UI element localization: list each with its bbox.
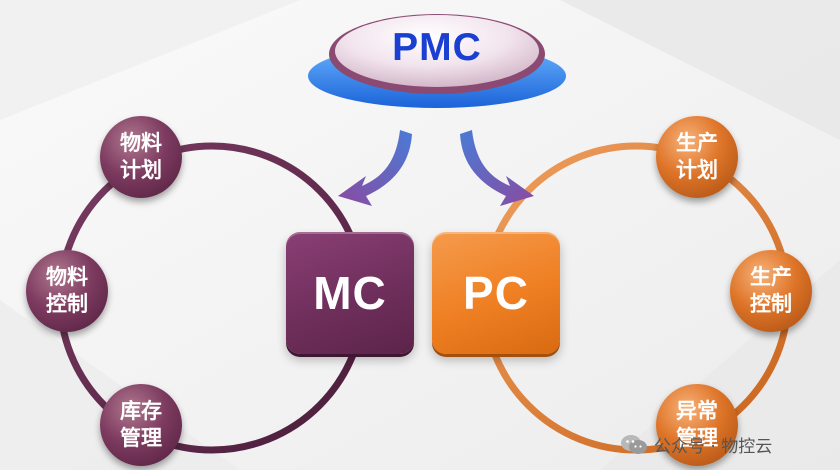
node-label: 异常 管理 xyxy=(676,399,718,450)
node-material-control: 物料 控制 xyxy=(26,250,108,332)
node-production-control: 生产 控制 xyxy=(730,250,812,332)
node-material-planning: 物料 计划 xyxy=(100,116,182,198)
watermark-text: 公众号 · 物控云 xyxy=(654,437,773,457)
node-label: 生产 控制 xyxy=(750,265,792,316)
pmc-ellipse: PMC xyxy=(306,8,568,110)
mc-box: MC xyxy=(286,232,414,354)
arrow-to-mc xyxy=(338,130,412,206)
watermark: 公众号 · 物控云 xyxy=(620,432,772,457)
pmc-ellipse-shape xyxy=(308,14,566,108)
node-label: 物料 控制 xyxy=(46,265,88,316)
node-inventory-management: 库存 管理 xyxy=(100,384,182,466)
wechat-icon xyxy=(620,434,648,456)
mc-label: MC xyxy=(313,267,387,319)
node-label: 生产 计划 xyxy=(676,131,718,182)
pmc-title: PMC xyxy=(392,26,482,69)
node-production-planning: 生产 计划 xyxy=(656,116,738,198)
node-label: 库存 管理 xyxy=(120,399,162,450)
pc-box: PC xyxy=(432,232,560,354)
arrow-to-pc xyxy=(460,130,534,206)
node-label: 物料 计划 xyxy=(120,131,162,182)
node-exception-management: 异常 管理 xyxy=(656,384,738,466)
pc-label: PC xyxy=(463,267,529,319)
